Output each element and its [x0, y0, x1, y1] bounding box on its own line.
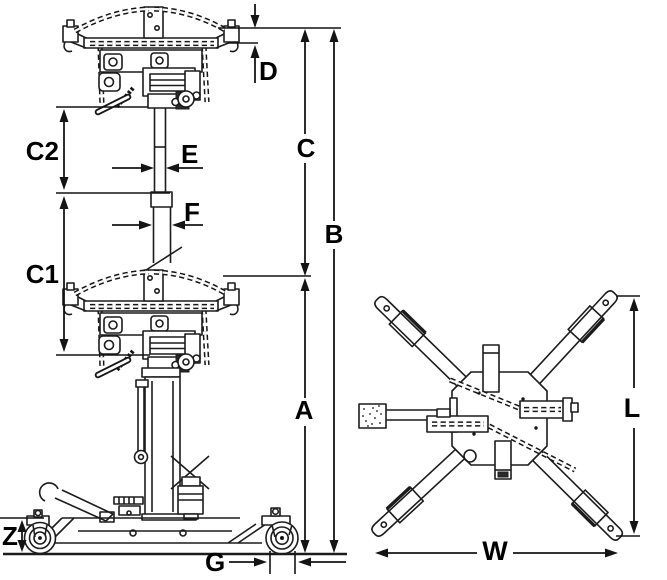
top-view — [358, 290, 624, 541]
label-b: B — [325, 219, 344, 249]
saddle-arm-top-right — [524, 290, 618, 391]
dim-g — [229, 551, 346, 574]
dim-a — [300, 278, 310, 553]
break-slash — [142, 246, 183, 273]
saddle-arm-top-left — [374, 295, 473, 393]
label-d: D — [259, 56, 278, 86]
label-c1: C1 — [26, 259, 59, 289]
label-a: A — [295, 395, 314, 425]
hydraulic-column — [133, 367, 197, 521]
bracket-bottom — [494, 440, 512, 480]
saddle-chains — [449, 377, 577, 473]
label-f: F — [184, 197, 200, 227]
dim-l — [629, 298, 639, 534]
dim-w — [375, 548, 618, 558]
label-w: W — [482, 536, 508, 566]
lift-ram — [142, 106, 183, 273]
lower-saddle — [63, 270, 239, 375]
dimensions-top — [375, 295, 640, 558]
side-view — [3, 7, 347, 556]
saddle-arm-bottom-right — [525, 444, 624, 541]
dim-c — [300, 29, 310, 276]
dim-f — [112, 220, 203, 230]
release-ratchet — [113, 496, 144, 516]
label-c: C — [297, 133, 316, 163]
label-c2: C2 — [26, 136, 59, 166]
label-e: E — [181, 139, 198, 169]
chain-bar-left — [426, 408, 489, 433]
dimensions-side — [0, 4, 346, 574]
dim-e — [112, 163, 203, 173]
label-z: Z — [2, 521, 18, 551]
pump-cylinder — [170, 455, 210, 520]
saddle-arm-bottom-left — [371, 443, 472, 537]
caster-left — [23, 521, 57, 555]
dimension-labels: D C B A C2 C1 E F Z G L W — [2, 56, 640, 577]
bracket-top — [482, 344, 500, 393]
upper-saddle — [63, 7, 239, 112]
label-g: G — [205, 547, 225, 577]
chain-bar-right — [519, 397, 579, 422]
label-l: L — [624, 393, 641, 423]
dim-d — [250, 4, 260, 83]
ram-collar — [150, 191, 173, 208]
dim-b — [329, 29, 339, 553]
hook-ring — [463, 449, 477, 463]
dim-c2 — [59, 109, 69, 190]
dim-c1 — [59, 196, 69, 352]
foot-pedal — [38, 482, 115, 523]
caster-right — [265, 521, 299, 555]
base-frame — [26, 507, 291, 544]
dim-z — [17, 520, 27, 552]
